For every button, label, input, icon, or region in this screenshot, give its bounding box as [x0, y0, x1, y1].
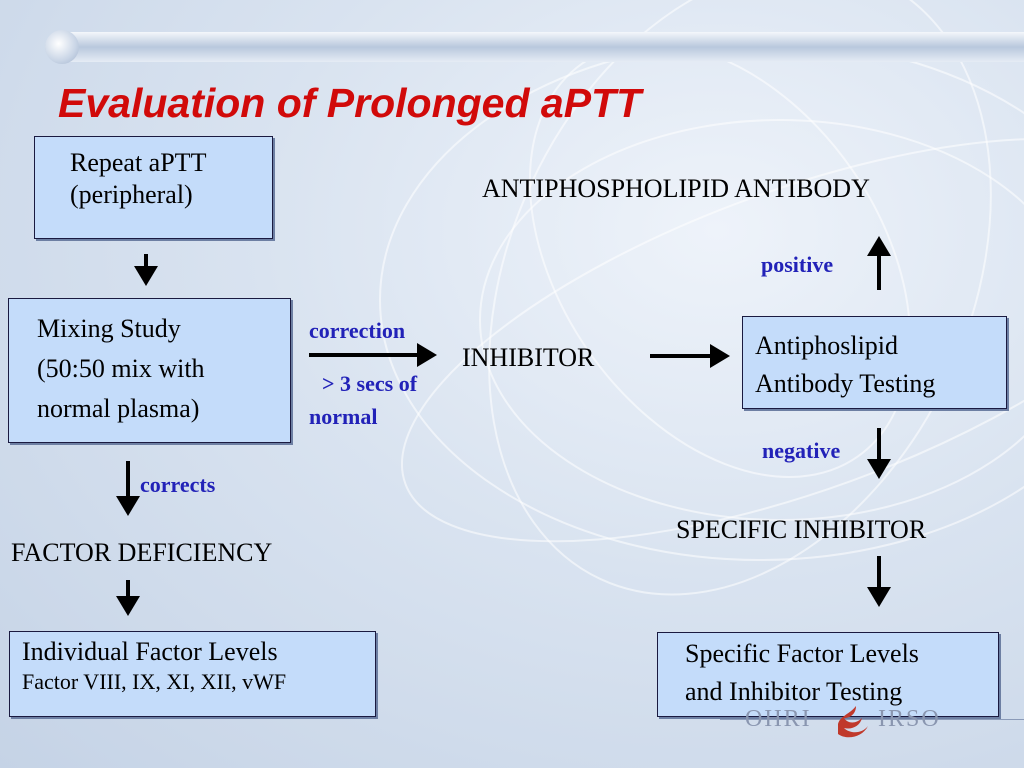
corrects-edge-label: corrects [140, 472, 216, 497]
antibody-testing-line1: Antiphoslipid [755, 331, 899, 360]
specific-factor-levels-box: Specific Factor Levels and Inhibitor Tes… [657, 632, 999, 717]
title-bar-knob [45, 30, 79, 64]
title-bar-decoration [45, 32, 1024, 62]
individual-factor-levels-box: Individual Factor Levels Factor VIII, IX… [9, 631, 376, 717]
antibody-testing-box: Antiphoslipid Antibody Testing [742, 316, 1007, 409]
specific-factor-levels-line2: and Inhibitor Testing [685, 677, 903, 706]
factor-deficiency-label: FACTOR DEFICIENCY [11, 538, 273, 567]
footer-rule [720, 719, 1024, 720]
repeat-aptt-box: Repeat aPTT (peripheral) [34, 136, 273, 239]
gt-3-secs-edge-label: > 3 secs of [322, 371, 418, 396]
ohri-logo-text-right: IRSO [878, 706, 941, 732]
mixing-study-line2: (50:50 mix with [37, 354, 205, 383]
mixing-study-line3: normal plasma) [37, 394, 200, 423]
antiphospholipid-antibody-label: ANTIPHOSPHOLIPID ANTIBODY [482, 174, 870, 203]
positive-edge-label: positive [761, 252, 834, 277]
ohri-logo-text-left: OHRI [745, 706, 812, 732]
mixing-study-line1: Mixing Study [37, 314, 181, 343]
negative-edge-label: negative [762, 438, 841, 463]
mixing-study-box: Mixing Study (50:50 mix with normal plas… [8, 298, 291, 443]
specific-inhibitor-label: SPECIFIC INHIBITOR [676, 515, 927, 544]
repeat-aptt-line2: (peripheral) [70, 180, 193, 209]
normal-edge-label: normal [309, 404, 378, 429]
inhibitor-label: INHIBITOR [462, 343, 595, 372]
specific-factor-levels-line1: Specific Factor Levels [685, 639, 919, 668]
antibody-testing-line2: Antibody Testing [755, 369, 936, 398]
individual-factor-levels-line1: Individual Factor Levels [22, 637, 278, 666]
correction-edge-label: correction [309, 318, 406, 343]
slide-title: Evaluation of Prolonged aPTT [58, 80, 642, 126]
repeat-aptt-line1: Repeat aPTT [70, 148, 207, 177]
ohri-logo-swirl-icon [838, 706, 868, 738]
individual-factor-levels-line2: Factor VIII, IX, XI, XII, vWF [22, 669, 287, 694]
